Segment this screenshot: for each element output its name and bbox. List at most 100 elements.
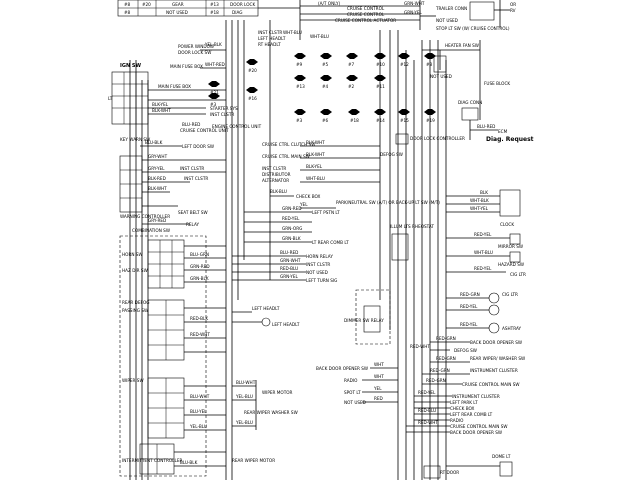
wire-color: BLK-WHT: [306, 152, 325, 157]
wire-color: WHT-BLU: [310, 34, 329, 39]
wire-color: GRN-BLK: [190, 276, 209, 281]
cruise-main-sw-label: CRUISE CONTROL MAIN SW: [462, 382, 520, 387]
wire-color: RED-YEL: [282, 216, 300, 221]
not-used-label: NOT USED: [436, 18, 458, 23]
mirror-sw-box: [509, 233, 521, 245]
fuse-symbol: [424, 109, 436, 115]
clock-label: CLOCK: [500, 222, 514, 227]
inst-clstr-label: INST CLSTR: [180, 166, 204, 171]
warning-controller-area: KEY WARN SW LEFT DOOR SW BLU-BLK INST CL…: [119, 137, 226, 227]
wire-color: BLK-WHT: [148, 186, 167, 191]
cig-lighter-label: CIG LTR: [502, 292, 518, 297]
trailer-conn-label: TRAILER CONN: [435, 6, 467, 11]
wire-color: GRN-ORG: [282, 226, 302, 231]
fuse-symbol: [208, 81, 220, 87]
haz-dir-sw-label: HAZ DIR SW: [122, 268, 148, 273]
wire-color: BLU-YEL: [190, 409, 207, 414]
wire-color: WHT-BLU: [306, 176, 325, 181]
left-door-sw-label: LEFT DOOR SW: [182, 144, 214, 149]
instrument-cluster-label: INSTRUMENT CLUSTER: [452, 394, 500, 399]
wire-color: GRY-WHT: [148, 154, 168, 159]
wire-color: YEL-BLU: [235, 420, 253, 425]
wire-color: GRN-RED: [282, 206, 302, 211]
fuse-label: #10: [376, 62, 385, 67]
ign-sw-area: IGN SW LT MAIN FUSE BOX STARTER SYS INST…: [108, 63, 262, 133]
fuse-label: #7: [348, 62, 355, 67]
fuse-label: #8: [426, 62, 433, 67]
back-door-opener-label: BACK DOOR OPENER SW: [470, 340, 522, 345]
table-header-cell: #13: [210, 2, 219, 7]
wire-color: BLK-RED: [148, 176, 166, 181]
fuse-symbol: [424, 53, 436, 59]
ign-sw-label: IGN SW: [120, 63, 141, 69]
wire-color: RED-YEL: [474, 266, 492, 271]
dome-lt-label: DOME LT: [492, 454, 511, 459]
mirror-sw-label: MIRROR SW: [498, 244, 523, 249]
top-left-table: #8 #20 GEAR #13 DOOR LOCK #8 NOT USED #1…: [117, 0, 259, 17]
instrument-cluster-label: INSTRUMENT CLUSTER: [470, 368, 518, 373]
wire-color: RED-YEL: [418, 390, 436, 395]
wire-color: RED-GRN: [436, 336, 456, 341]
fuse-symbol: [398, 53, 410, 59]
wire-color: BLU-GRN: [190, 252, 209, 257]
cig-lighter-label: CIG LTR: [510, 272, 526, 277]
left-rear-comb-label: LT REAR COMB LT: [312, 240, 349, 245]
wire-color: RED-WHT: [190, 332, 210, 337]
cruise-ctrl-main-label: CRUISE CTRL MAIN SW: [262, 154, 310, 159]
fuse-symbol: [246, 59, 258, 65]
wire-color: YEL-BLK: [204, 42, 222, 47]
fuse-label: #9: [296, 62, 303, 67]
cruise-ctrl-clutch-label: CRUISE CTRL CLUTCH SW: [262, 142, 315, 147]
wire-color: RED-GRN: [460, 292, 480, 297]
rear-wiper-washer-label: REAR WIPER/ WASHER SW: [470, 356, 525, 361]
fuse-symbol: [374, 75, 386, 81]
cruise-control-actuator-label: CRUISE CONTROL ACTUATOR: [335, 18, 396, 23]
left-pstn-lt-label: LEFT PSTN LT: [312, 210, 340, 215]
wire-color: WHT-BLU: [474, 250, 493, 255]
fuse-label: #15: [400, 118, 409, 123]
wire-color: RED-YEL: [460, 322, 478, 327]
fuse-symbol: [320, 53, 332, 59]
table-header-cell: #20: [142, 2, 151, 7]
wire-color: RED-BLK: [190, 316, 208, 321]
fuse-label: #16: [248, 96, 257, 101]
wire-color: BLK-YEL: [152, 102, 169, 107]
left-headlt-label: LEFT HEADLT: [258, 36, 286, 41]
illum-rheostat-label: ILLUM LTS RHEOSTAT: [390, 224, 434, 229]
fuse-symbol: [374, 53, 386, 59]
wire-color: BLU-RED: [280, 250, 298, 255]
horn-relay-label: HORN RELAY: [306, 254, 333, 259]
wire-color: YEL-BLU: [235, 394, 253, 399]
wire-color: WHT-BLU: [283, 30, 302, 35]
wire-color: RED-YEL: [474, 232, 492, 237]
rheostat-box: [391, 233, 409, 261]
wire-color: GRN-BLK: [282, 236, 301, 241]
wire-color: BLU-WHT: [236, 380, 256, 385]
left-headlt-label: LEFT HEADLT: [272, 322, 300, 327]
wire-color: BLK-WHT: [306, 140, 325, 145]
fuse-symbol: [320, 109, 332, 115]
fuse-label: #5: [322, 62, 329, 67]
bulb-symbol: [488, 292, 500, 304]
clock-box: [499, 189, 521, 217]
ashtray-label: ASHTRAY: [502, 326, 522, 331]
wire-color: BLU-WHT: [190, 394, 210, 399]
key-warn-sw-label: KEY WARN SW: [120, 137, 150, 142]
wire-color: YEL: [299, 202, 308, 207]
cruise-control-label: CRUISE CONTROL: [347, 6, 385, 11]
door-lock-sw-label: DOOR LOCK SW: [178, 50, 211, 55]
fuse-symbol: [208, 93, 220, 99]
wire-color: BLK: [480, 190, 488, 195]
rear-defog-label: REAR DEFOG: [122, 300, 149, 305]
at-only-label: (A/T ONLY): [318, 1, 341, 6]
dimmer-relay-box: [363, 305, 381, 333]
diag-connector: [461, 107, 479, 121]
center-middle: CRUISE CTRL CLUTCH SW CRUISE CTRL MAIN S…: [232, 140, 459, 479]
heater-connector: [433, 55, 447, 73]
fuse-label: #3: [296, 118, 303, 123]
table-cell: NOT USED: [166, 10, 188, 15]
fuse-label: #14: [376, 118, 385, 123]
wire-color: RED-GRN: [436, 356, 456, 361]
door-lock-connector: [395, 133, 409, 145]
fuse-label: #19: [426, 118, 435, 123]
